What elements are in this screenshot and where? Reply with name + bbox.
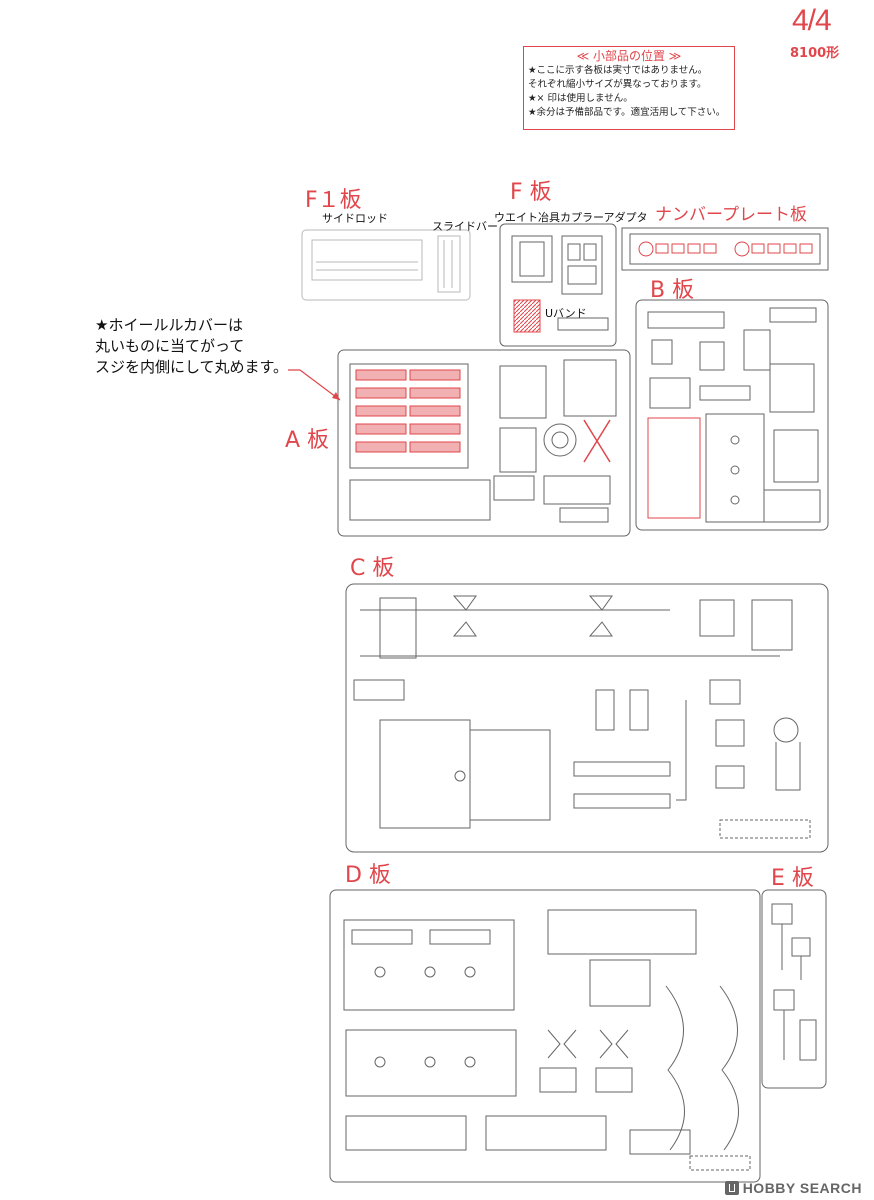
watermark: HOBBY SEARCH <box>724 1180 862 1196</box>
notes-line: ★ここに示す各板は実寸ではありません。 <box>528 65 708 76</box>
plate-label-f1: F１板 <box>305 188 362 213</box>
notes-box: ≪ 小部品の位置 ≫ ★ここに示す各板は実寸ではありません。 それぞれ縮小サイズ… <box>523 46 735 130</box>
notes-line: ★余分は予備部品です。適宜活用して下さい。 <box>528 107 726 118</box>
plate-label-c: C 板 <box>350 556 395 581</box>
part-label-coupler-adapter: カプラーアダプタ <box>560 211 648 224</box>
wheel-cover-note: ★ホイールルカバーは 丸いものに当てがって スジを内側にして丸めます。 <box>95 315 288 378</box>
plate-number-drawing <box>621 227 829 271</box>
notes-title: ≪ 小部品の位置 ≫ <box>576 49 682 63</box>
plate-label-e: E 板 <box>771 866 814 891</box>
plate-label-a: A 板 <box>285 428 330 453</box>
part-label-weight-jig: ウエイト冶具 <box>494 211 560 224</box>
wheel-note-line: ★ホイールルカバーは <box>95 316 243 334</box>
wheel-note-line: 丸いものに当てがって <box>95 337 245 355</box>
notes-line: ★× 印は使用しません。 <box>528 93 633 104</box>
watermark-text: HOBBY SEARCH <box>742 1180 862 1196</box>
wheel-note-arrow <box>288 369 341 401</box>
wheel-note-line: スジを内側にして丸めます。 <box>95 358 289 376</box>
plate-label-b: B 板 <box>650 278 695 303</box>
plate-b-drawing <box>635 299 829 531</box>
plate-label-number: ナンバープレート板 <box>655 205 807 225</box>
plate-f-drawing <box>499 223 617 347</box>
page-number: 4/4 <box>792 4 832 37</box>
part-label-u-band: Uバンド <box>545 307 587 320</box>
plate-f1-drawing <box>301 229 471 301</box>
part-label-slide-bar: スライドバー <box>432 220 498 233</box>
arrow-head-icon <box>332 392 340 400</box>
plate-d-drawing <box>329 889 761 1183</box>
plate-label-d: D 板 <box>345 863 391 888</box>
plate-label-f: F 板 <box>510 180 552 205</box>
plate-e-drawing <box>761 889 827 1089</box>
plate-c-drawing <box>345 583 829 853</box>
model-name: 8100形 <box>790 46 840 61</box>
notes-line: それぞれ縮小サイズが異なっております。 <box>528 79 707 90</box>
plate-a-drawing <box>337 349 631 537</box>
part-label-side-rod: サイドロッド <box>322 212 388 225</box>
hobby-search-logo-icon <box>724 1181 739 1195</box>
